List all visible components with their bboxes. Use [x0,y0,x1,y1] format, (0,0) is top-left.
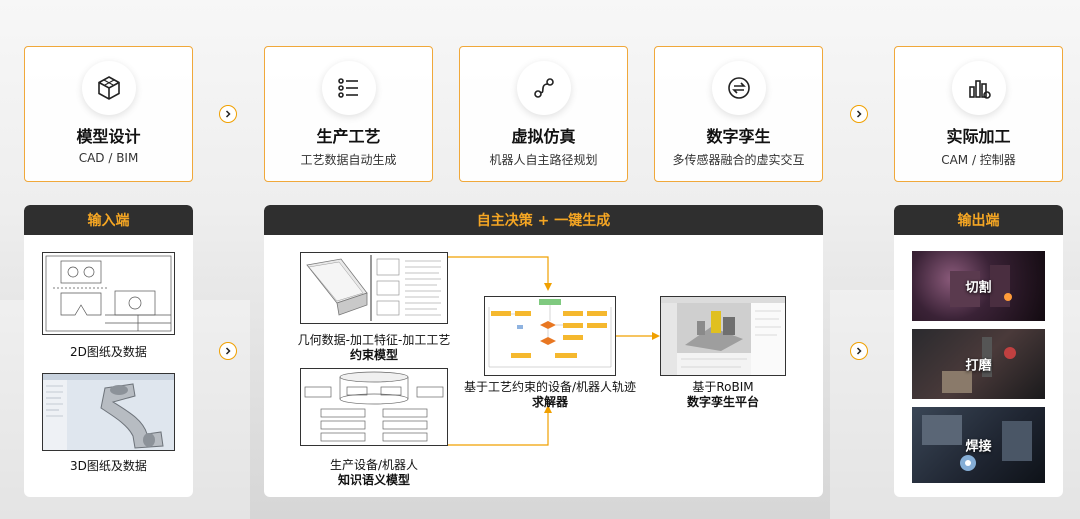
output-item-label: 打磨 [965,358,992,374]
input-item-label: 3D图纸及数据 [70,459,147,473]
twin-label-line2: 数字孪生平台 [686,395,759,409]
card-subtitle: 机器人自主路径规划 [489,153,598,167]
geometry-label-line2: 约束模型 [349,348,398,362]
card-title: 虚拟仿真 [511,127,576,146]
knowledge-label: 生产设备/机器人 知识语义模型 [274,458,474,488]
flow-connectors [448,256,660,446]
card-actual-processing: 实际加工 CAM / 控制器 [894,46,1063,182]
card-subtitle: 多传感器融合的虚实交互 [672,153,805,167]
twin-label: 基于RoBIM 数字孪生平台 [623,380,823,410]
geometry-constraint-image [300,252,448,324]
card-digital-twin: 数字孪生 多传感器融合的虚实交互 [654,46,823,182]
knowledge-model-image [300,368,448,446]
card-title: 生产工艺 [316,127,381,146]
input-panel: 输入端 2D图纸及数据 3D图纸及数据 [24,205,193,497]
list-icon [321,61,376,115]
digital-twin-platform-image [660,296,786,376]
panel-header: 输入端 [24,205,193,235]
factory-icon [951,61,1006,115]
output-photo-welding: 焊接 [912,407,1045,483]
card-subtitle: 工艺数据自动生成 [300,153,397,167]
output-item-label: 切割 [965,280,992,296]
panel-header: 自主决策 + 一键生成 [264,205,823,235]
geometry-label: 几何数据-加工特征-加工工艺 约束模型 [274,333,474,363]
card-title: 数字孪生 [706,127,771,146]
output-item-label: 焊接 [965,439,992,455]
knowledge-label-line2: 知识语义模型 [337,473,410,487]
output-photo-grinding: 打磨 [912,329,1045,399]
card-title: 模型设计 [76,127,141,146]
chevron-right-icon [219,342,237,360]
card-subtitle: CAM / 控制器 [941,153,1016,167]
input-item-label: 2D图纸及数据 [70,345,147,359]
solver-label-line2: 求解器 [531,395,568,409]
card-production-process: 生产工艺 工艺数据自动生成 [264,46,433,182]
solver-flowchart-image [484,296,616,376]
center-panel: 自主决策 + 一键生成 几何数据-加工特征-加工工艺 约束模型 [264,205,823,497]
geometry-label-line1: 几何数据-加工特征-加工工艺 [297,333,451,347]
panel-header: 输出端 [894,205,1063,235]
twin-label-line1: 基于RoBIM [692,380,754,394]
card-virtual-simulation: 虚拟仿真 机器人自主路径规划 [459,46,628,182]
output-photo-cutting: 切割 [912,251,1045,321]
2d-drawing-image [42,252,175,335]
solver-label-line1: 基于工艺约束的设备/机器人轨迹 [463,380,637,394]
card-title: 实际加工 [946,127,1011,146]
chevron-right-icon [850,342,868,360]
sync-icon [711,61,766,115]
chevron-right-icon [219,105,237,123]
path-icon [516,61,571,115]
solver-label: 基于工艺约束的设备/机器人轨迹 求解器 [450,380,650,410]
card-model-design: 模型设计 CAD / BIM [24,46,193,182]
chevron-right-icon [850,105,868,123]
output-panel: 输出端 切割 打磨 焊接 [894,205,1063,497]
card-subtitle: CAD / BIM [78,151,139,165]
cube-icon [81,61,136,115]
3d-model-image [42,373,175,451]
knowledge-label-line1: 生产设备/机器人 [329,458,419,472]
